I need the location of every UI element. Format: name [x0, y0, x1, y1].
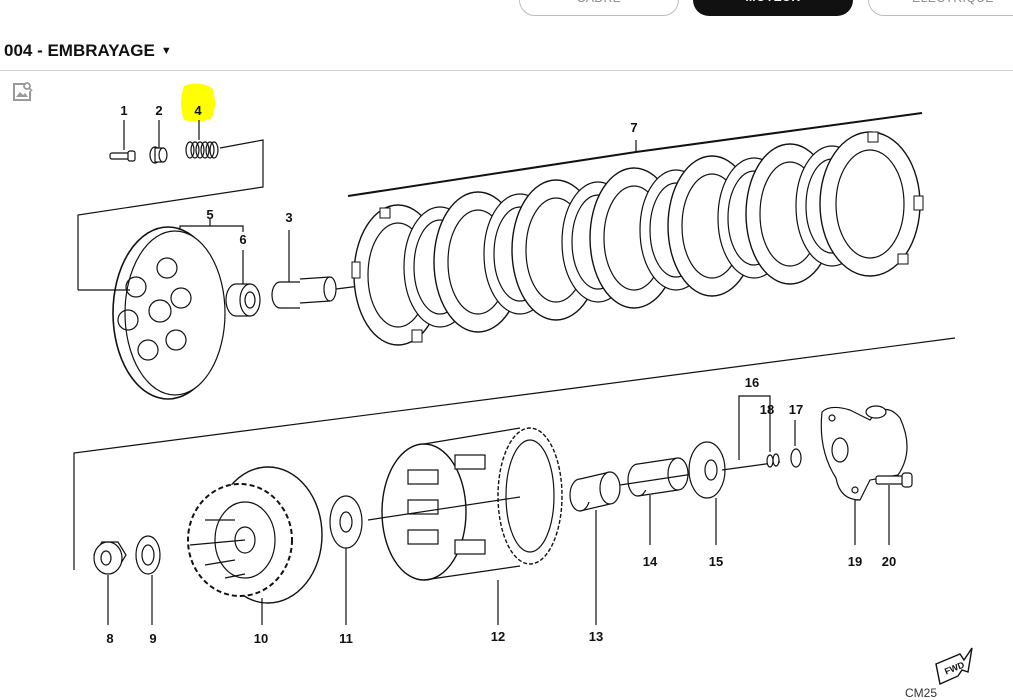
- part-7-clutch-plates: [347, 112, 924, 346]
- part-14-needle-bearing: [619, 457, 721, 545]
- part-20-bolt: [875, 472, 913, 545]
- header-divider: [0, 70, 1013, 71]
- part-11-washer: [329, 495, 363, 625]
- part-label-4[interactable]: 4: [194, 103, 202, 118]
- part-label-18[interactable]: 18: [760, 402, 774, 417]
- assembly-dropdown[interactable]: 004 - EMBRAYAGE ▼: [4, 40, 172, 62]
- highlight-marker: [181, 83, 215, 122]
- part-13-bush: [569, 470, 621, 625]
- tab-moteur[interactable]: MOTEUR: [693, 0, 853, 16]
- part-label-14[interactable]: 14: [643, 554, 658, 569]
- tab-cadre[interactable]: CADRE: [519, 0, 679, 16]
- fwd-arrow-icon: [935, 647, 973, 685]
- part-8-nut: [93, 541, 127, 625]
- drawing-code: CM25: [905, 686, 938, 700]
- part-2-bushing: [149, 120, 168, 164]
- part-label-20[interactable]: 20: [882, 554, 896, 569]
- part-label-17[interactable]: 17: [789, 402, 803, 417]
- part-label-12[interactable]: 12: [491, 629, 505, 644]
- part-label-11[interactable]: 11: [339, 631, 353, 646]
- part-label-19[interactable]: 19: [848, 554, 862, 569]
- part-label-5[interactable]: 5: [206, 207, 213, 222]
- part-12-clutch-basket: [367, 427, 563, 625]
- page-title: 004 - EMBRAYAGE: [4, 41, 155, 60]
- part-6-bearing: [225, 250, 261, 317]
- part-label-16[interactable]: 16: [745, 375, 759, 390]
- part-3-pushrod: [271, 230, 361, 309]
- part-10-inner-hub: [187, 466, 323, 625]
- part-label-13[interactable]: 13: [589, 629, 603, 644]
- tab-electrique[interactable]: ELECTRIQUE: [868, 0, 1013, 16]
- part-9-washer: [135, 535, 161, 625]
- part-label-7[interactable]: 7: [630, 120, 637, 135]
- part-label-15[interactable]: 15: [709, 554, 723, 569]
- part-label-10[interactable]: 10: [254, 631, 268, 646]
- part-16-rod-assembly: [721, 395, 781, 471]
- chevron-down-icon: ▼: [160, 45, 172, 57]
- part-1-bolt: [109, 120, 136, 162]
- part-4-spring: [185, 120, 219, 159]
- part-label-3[interactable]: 3: [285, 210, 292, 225]
- image-icon[interactable]: [10, 80, 34, 104]
- exploded-parts-diagram: 1 2 4 5 6 3 7 16 18 17 8 9 10 11 12 13 1…: [73, 83, 973, 685]
- part-label-6[interactable]: 6: [239, 232, 246, 247]
- part-17-circlip: [790, 420, 802, 468]
- part-5-pressure-plate: [78, 218, 244, 400]
- part-label-2[interactable]: 2: [155, 103, 162, 118]
- part-label-9[interactable]: 9: [149, 631, 156, 646]
- part-label-8[interactable]: 8: [106, 631, 113, 646]
- part-15-thrust-washer: [688, 441, 726, 545]
- part-label-1[interactable]: 1: [120, 103, 127, 118]
